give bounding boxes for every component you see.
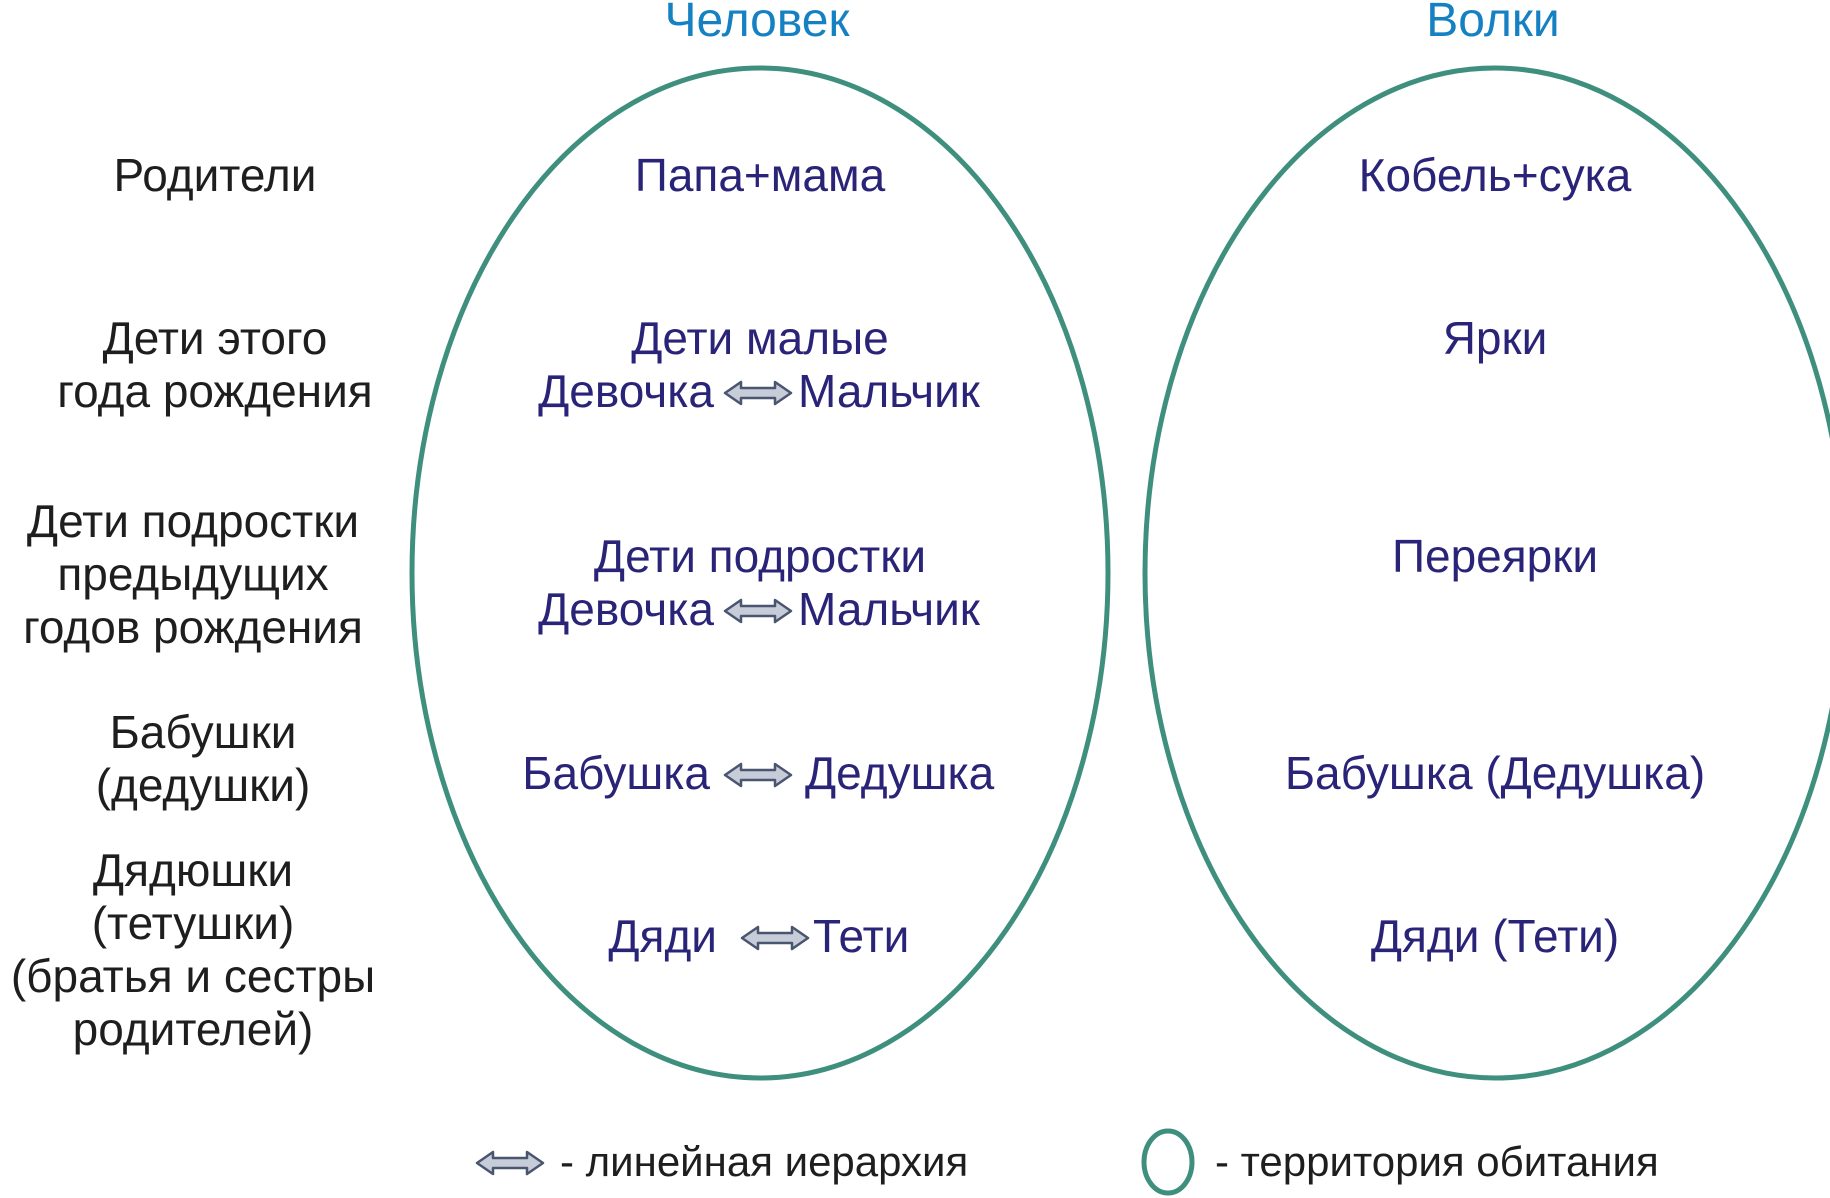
- row-label-grandparents-1: Бабушки: [109, 706, 297, 758]
- human-grandpa: Дедушка: [805, 747, 995, 799]
- human-children-title: Дети малые: [631, 312, 889, 364]
- human-children-girl: Девочка: [538, 365, 714, 417]
- row-label-teens-2: предыдущих: [57, 548, 329, 600]
- header-human: Человек: [664, 0, 850, 47]
- human-teens-girl: Девочка: [538, 583, 714, 635]
- row-label-teens-1: Дети подростки: [26, 495, 360, 547]
- double-arrow-icon: [723, 762, 793, 788]
- wolves-yearlings: Ярки: [1442, 312, 1548, 364]
- row-label-uncles-1: Дядюшки: [92, 844, 294, 896]
- wolves-uncles: Дяди (Тети): [1370, 910, 1620, 962]
- legend-arrow-text: - линейная иерархия: [560, 1138, 969, 1185]
- row-label-teens-3: годов рождения: [23, 601, 363, 653]
- double-arrow-icon: [740, 925, 810, 951]
- human-children-boy: Мальчик: [798, 365, 980, 417]
- row-label-children-year-1: Дети этого: [102, 312, 328, 364]
- header-wolves: Волки: [1426, 0, 1560, 47]
- wolves-teens: Переярки: [1391, 530, 1599, 582]
- human-territory-ellipse: [409, 65, 1111, 1081]
- human-grandma: Бабушка: [522, 747, 710, 799]
- row-label-parents: Родители: [113, 149, 317, 201]
- row-label-children-year-2: года рождения: [57, 365, 373, 417]
- legend-territory-text: - территория обитания: [1215, 1138, 1659, 1185]
- human-teens-title: Дети подростки: [593, 530, 927, 582]
- row-label-uncles-4: родителей): [72, 1003, 314, 1055]
- wolves-territory-ellipse: [1142, 65, 1830, 1081]
- wolves-parents: Кобель+сука: [1358, 149, 1632, 201]
- legend-territory-icon: [1141, 1128, 1195, 1196]
- wolves-grandparents: Бабушка (Дедушка): [1284, 747, 1706, 799]
- human-uncles: Дяди: [608, 910, 717, 962]
- human-parents: Папа+мама: [634, 149, 886, 201]
- row-label-uncles-2: (тетушки): [91, 897, 295, 949]
- double-arrow-icon: [723, 598, 793, 624]
- human-teens-boy: Мальчик: [798, 583, 980, 635]
- double-arrow-icon: [723, 380, 793, 406]
- human-aunts: Тети: [813, 910, 910, 962]
- row-label-uncles-3: (братья и сестры: [10, 950, 376, 1002]
- row-label-grandparents-2: (дедушки): [95, 759, 311, 811]
- legend-double-arrow-icon: [475, 1150, 545, 1176]
